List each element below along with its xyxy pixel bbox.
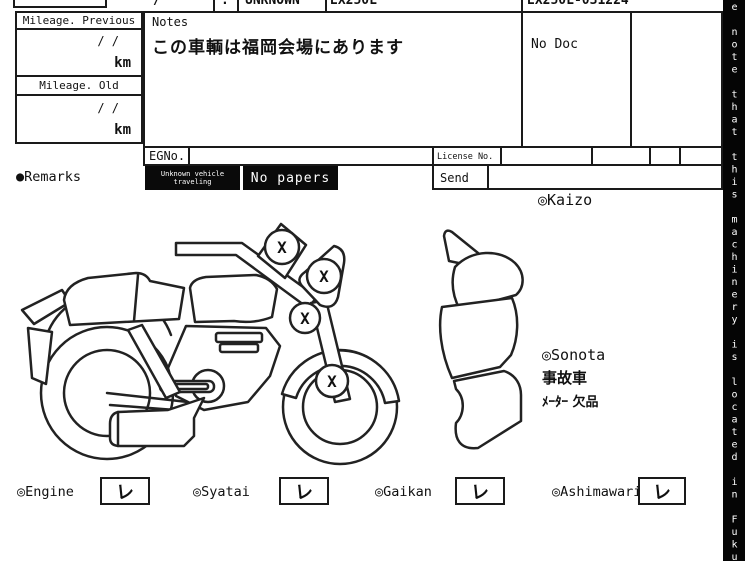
mileage-old-value: / / — [97, 101, 119, 115]
panel-segment-middle — [438, 296, 519, 380]
syatai-check-value: レ — [294, 481, 315, 504]
mileage-previous-label: Mileage. Previous — [22, 14, 136, 27]
header-divider — [521, 0, 523, 11]
damage-mark-circle — [263, 228, 301, 266]
sonota-stamp: ◎Sonota — [542, 346, 606, 364]
ashimawari-label: ◎Ashimawari — [552, 484, 642, 500]
header-divider — [213, 0, 215, 11]
panel-segment-bottom — [452, 369, 523, 450]
header-model: EX250L — [330, 0, 377, 8]
badge-unknown-line2: traveling — [173, 178, 212, 186]
ashimawari-check-value: レ — [652, 481, 673, 504]
seat — [62, 271, 186, 327]
header-colon: : — [221, 0, 229, 8]
header-date-slash: / — [153, 0, 161, 8]
gaikan-checkbox: レ — [455, 477, 505, 505]
header-divider — [237, 0, 239, 11]
panel-segment-upper — [451, 251, 524, 312]
notes-content: この車輌は福岡会場にあります — [152, 38, 404, 58]
damage-mark-circle — [305, 257, 343, 295]
mileage-old-header: Mileage. Old — [15, 75, 143, 96]
badge-no-papers: No papers — [243, 166, 338, 190]
egno-divider — [500, 148, 502, 164]
damage-mark-circle — [288, 301, 322, 335]
frame-strut — [126, 323, 182, 400]
mud-flap — [26, 326, 54, 386]
mileage-old-label: Mileage. Old — [39, 79, 119, 92]
egno-row: EGNo. License No. — [143, 146, 723, 166]
side-note-text: e note that this machinery is located in… — [729, 2, 740, 561]
egno-divider — [591, 148, 593, 164]
fuel-tank — [188, 273, 279, 324]
send-label: Send — [440, 171, 469, 185]
damage-mark-x: X — [300, 309, 310, 328]
engine-label: ◎Engine — [17, 484, 74, 500]
grab-bar — [20, 288, 72, 326]
side-note-strip: e note that this machinery is located in… — [723, 0, 745, 561]
badge-no-papers-text: No papers — [250, 170, 331, 186]
sonota-block: ◎Sonota 事故車 ﾒｰﾀｰ 欠品 — [542, 346, 605, 410]
motorcycle-diagram: X X X X — [20, 222, 401, 466]
meter-missing-label: ﾒｰﾀｰ 欠品 — [542, 395, 599, 410]
rear-wheel-rim — [62, 348, 152, 438]
notes-divider — [521, 13, 523, 146]
airbox-lower — [218, 342, 260, 354]
badge-unknown-line1: Unknown vehicle — [160, 170, 225, 178]
no-doc-label: No Doc — [531, 37, 578, 52]
egno-divider — [188, 148, 190, 164]
accident-vehicle-label: 事故車 — [542, 369, 588, 387]
notes-section: Notes この車輌は福岡会場にあります No Doc — [143, 11, 723, 148]
mileage-previous-value: / / — [97, 34, 119, 48]
license-no-label: License No. — [437, 152, 494, 162]
egno-divider — [649, 148, 651, 164]
syatai-checkbox: レ — [279, 477, 329, 505]
engine-checkbox: レ — [100, 477, 150, 505]
damage-mark-x: X — [319, 267, 329, 286]
damage-mark-circle — [314, 363, 350, 399]
egno-divider — [679, 148, 681, 164]
egno-divider — [432, 148, 434, 164]
badge-unknown-vehicle: Unknown vehicle traveling — [145, 166, 240, 190]
damage-mark-x: X — [277, 238, 287, 257]
mileage-old-value-box: / / km — [15, 94, 143, 144]
notes-divider — [630, 13, 632, 146]
mileage-previous-unit: km — [114, 55, 131, 71]
airbox — [214, 331, 264, 344]
notes-label: Notes — [152, 15, 189, 29]
header-make: UNKNOWN — [245, 0, 300, 8]
engine-check-value: レ — [115, 481, 136, 504]
seat-split-line — [132, 273, 140, 323]
header-chassis-number: EX250L-031224 — [527, 0, 629, 8]
ashimawari-checkbox: レ — [638, 477, 686, 505]
kaizo-stamp: ◎Kaizo — [538, 191, 593, 209]
syatai-label: ◎Syatai — [193, 484, 250, 500]
top-left-cutoff-box — [13, 0, 107, 8]
damage-mark-x: X — [327, 372, 337, 391]
header-divider — [325, 0, 327, 11]
exhaust-muffler — [108, 396, 206, 448]
body-panel-diagram — [438, 229, 524, 450]
mileage-previous-value-box: / / km — [15, 28, 143, 77]
mileage-old-unit: km — [114, 122, 131, 138]
gaikan-label: ◎Gaikan — [375, 484, 432, 500]
send-divider — [487, 166, 489, 188]
egno-label: EGNo. — [149, 149, 186, 163]
send-row: Send — [432, 164, 723, 190]
gaikan-check-value: レ — [470, 481, 491, 504]
remarks-label: ●Remarks — [16, 169, 82, 185]
